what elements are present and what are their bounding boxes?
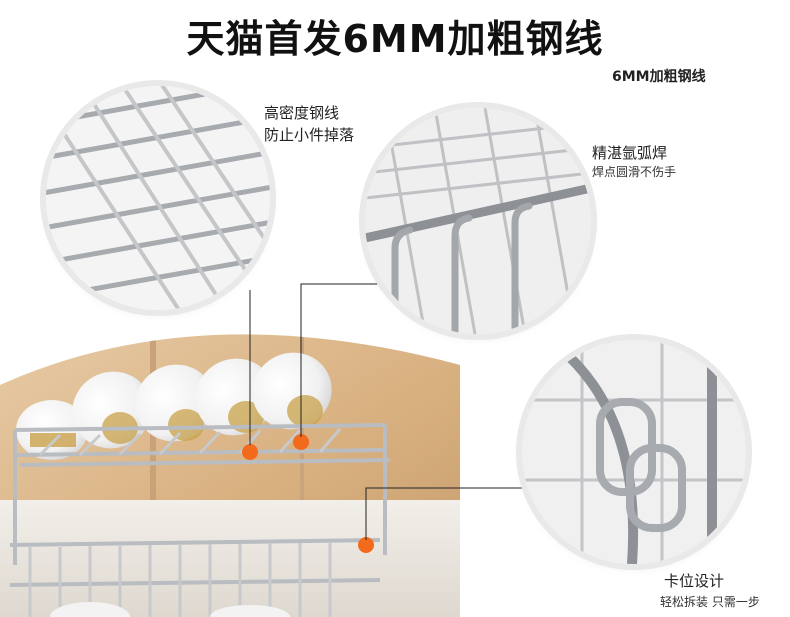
clip-title: 卡位设计 <box>664 572 725 590</box>
steel-wire-note: 6MM加粗钢线 <box>612 69 706 85</box>
marker-density <box>242 444 258 460</box>
weld-subtitle: 焊点圆滑不伤手 <box>592 165 677 179</box>
dish-rack-photo <box>0 325 790 617</box>
clip-closeup-image <box>522 340 746 564</box>
page-title: 天猫首发6MM加粗钢线 <box>186 17 604 61</box>
grid-closeup-image <box>46 86 270 310</box>
clip-label: 卡位设计 <box>664 570 724 592</box>
marker-weld <box>293 434 309 450</box>
density-label: 高密度钢线 防止小件掉落 <box>264 102 354 146</box>
density-line1: 高密度钢线 <box>264 104 340 122</box>
weld-closeup-image <box>365 108 591 334</box>
clip-subtitle: 轻松拆装 只需一步 <box>660 595 760 609</box>
marker-clip <box>358 537 374 553</box>
weld-title: 精湛氩弧焊 <box>592 144 668 162</box>
weld-label: 精湛氩弧焊 <box>592 142 667 164</box>
density-line2: 防止小件掉落 <box>264 126 355 144</box>
